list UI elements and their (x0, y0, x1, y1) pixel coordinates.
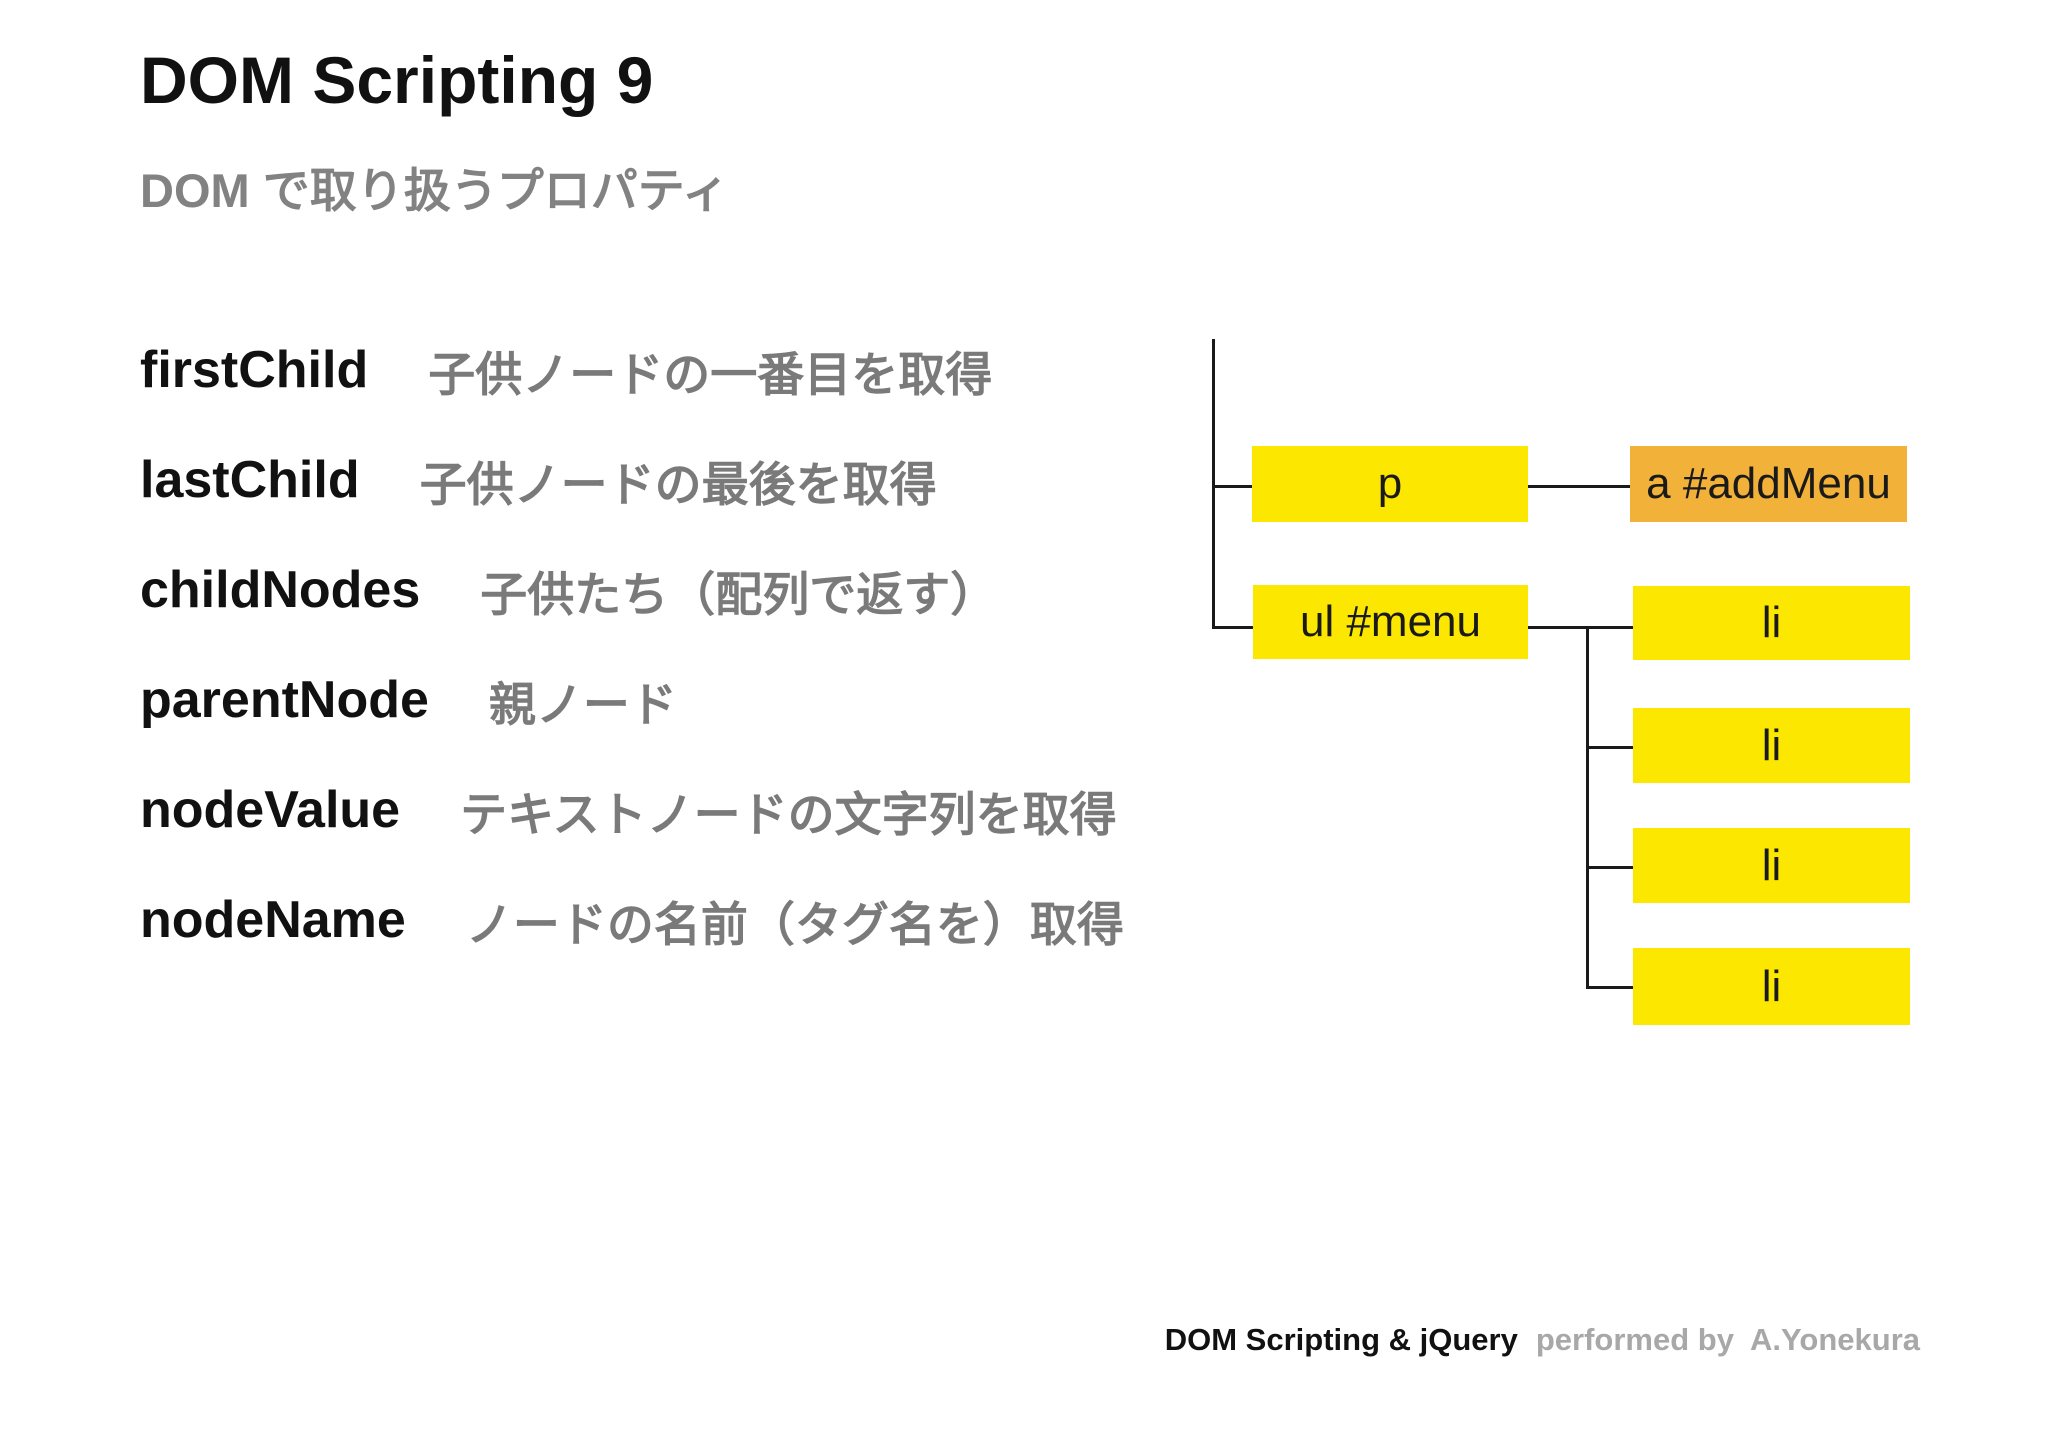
property-row: nodeName ノードの名前（タグ名を）取得 (140, 865, 1124, 975)
property-row: parentNode 親ノード (140, 645, 1120, 755)
node-ul-menu: ul #menu (1253, 585, 1528, 659)
property-row: lastChild 子供ノードの最後を取得 (140, 425, 1120, 535)
page-subtitle: DOM で取り扱うプロパティ (140, 164, 729, 217)
connector-p-to-addmenu (1528, 485, 1630, 488)
node-li-4: li (1633, 948, 1910, 1025)
node-li-1: li (1633, 586, 1910, 660)
connector-trunk-to-ul (1212, 626, 1253, 629)
property-row: nodeValue テキストノードの文字列を取得 (140, 755, 1120, 865)
property-description: 親ノード (488, 677, 677, 731)
property-description: ノードの名前（タグ名を）取得 (465, 897, 1124, 951)
node-li-3: li (1633, 828, 1910, 903)
property-description: 子供ノードの最後を取得 (419, 457, 937, 511)
property-description: テキストノードの文字列を取得 (460, 787, 1117, 841)
property-row: childNodes 子供たち（配列で返す） (140, 535, 1120, 645)
footer-product-title: DOM Scripting & jQuery (1164, 1322, 1518, 1357)
connector-ul-to-li1 (1528, 626, 1633, 629)
property-name: nodeName (140, 891, 406, 949)
property-name: nodeValue (140, 781, 401, 839)
connector-sub-to-li4 (1586, 986, 1633, 989)
property-row: firstChild 子供ノードの一番目を取得 (140, 315, 1120, 425)
node-a-addmenu: a #addMenu (1630, 446, 1907, 522)
page-title: DOM Scripting 9 (140, 43, 654, 117)
connector-sub-to-li3 (1586, 866, 1633, 869)
node-li-2: li (1633, 708, 1910, 783)
connector-sub-to-li2 (1586, 746, 1633, 749)
connector-trunk (1212, 339, 1215, 629)
property-name: lastChild (140, 451, 360, 509)
connector-li-subtrunk (1586, 626, 1589, 989)
property-description: 子供ノードの一番目を取得 (428, 347, 993, 401)
property-name: firstChild (140, 341, 369, 399)
property-description: 子供たち（配列で返す） (480, 567, 998, 621)
property-name: childNodes (140, 561, 421, 619)
connector-trunk-to-p (1212, 485, 1252, 488)
node-p: p (1252, 446, 1528, 522)
property-name: parentNode (140, 671, 429, 729)
footer-credit: performed by A.Yonekura (1535, 1322, 1920, 1357)
property-list: firstChild 子供ノードの一番目を取得 lastChild 子供ノードの… (140, 315, 1124, 975)
footer: DOM Scripting & jQuery performed by A.Yo… (1165, 1322, 1920, 1358)
